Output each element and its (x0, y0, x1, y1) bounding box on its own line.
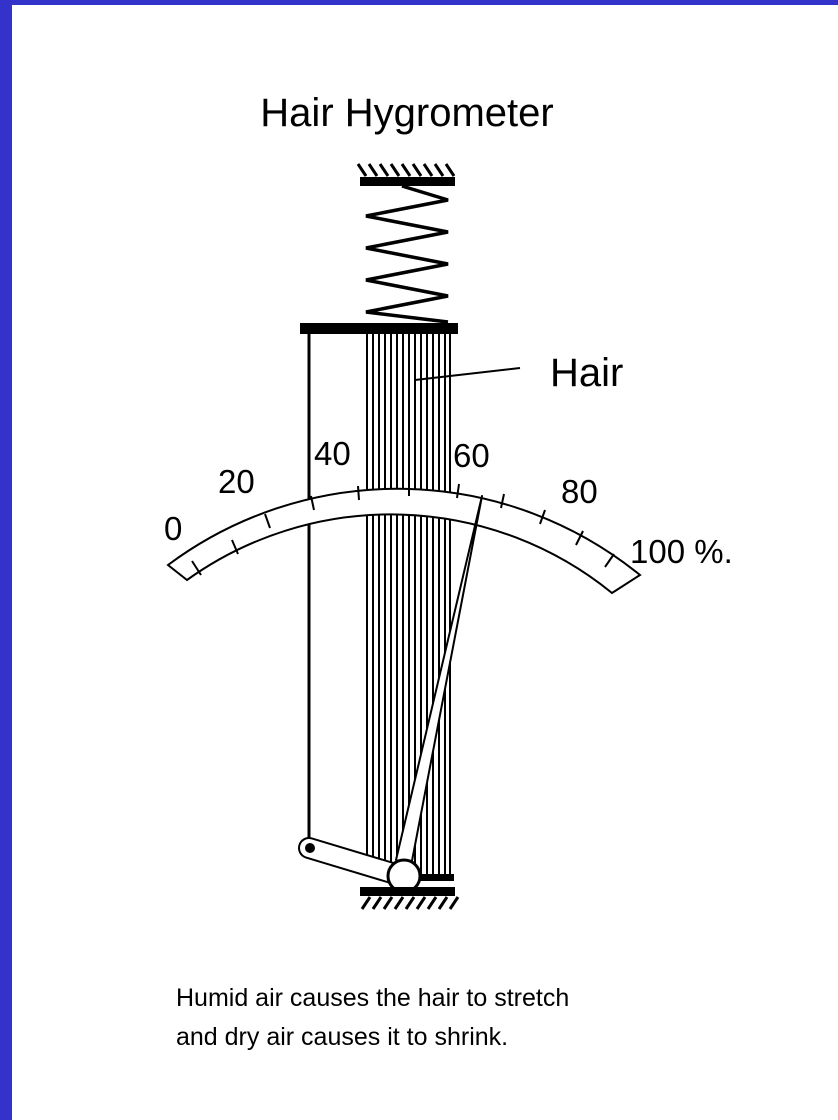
spring (365, 184, 449, 324)
scale-label-20: 20 (218, 463, 255, 500)
hair-bundle (366, 334, 451, 876)
top-mount (356, 163, 456, 186)
scale-label-40: 40 (314, 435, 351, 472)
hair-leader-line (414, 367, 521, 381)
scale-label-80: 80 (561, 473, 598, 510)
bottom-mount (360, 874, 460, 910)
scale-label-60: 60 (453, 437, 490, 474)
scale-label-0: 0 (164, 510, 182, 547)
hair-label: Hair (550, 351, 623, 395)
diagram-title: Hair Hygrometer (260, 91, 553, 135)
caption-line-2: and dry air causes it to shrink. (176, 1023, 508, 1051)
scale-label-100: 100 %. (630, 533, 733, 570)
upper-crossbar (300, 323, 458, 334)
lever-arm (298, 837, 413, 887)
humidity-scale (166, 481, 642, 595)
caption-line-1: Humid air causes the hair to stretch (176, 984, 569, 1012)
